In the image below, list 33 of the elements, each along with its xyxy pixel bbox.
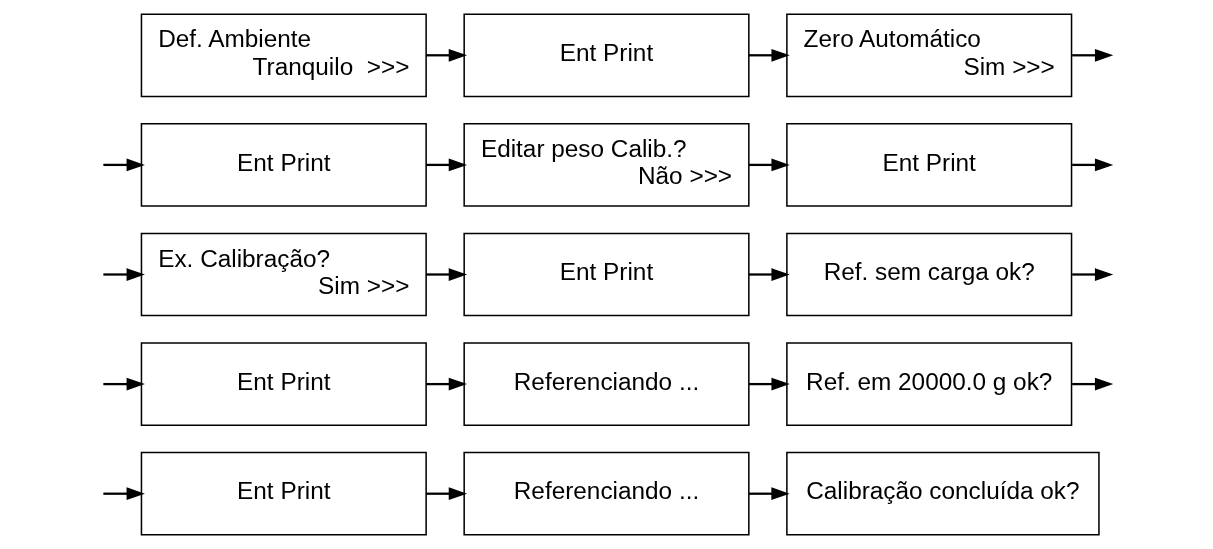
arrow: [103, 377, 145, 391]
node-box: Ref. sem carga ok?: [786, 232, 1073, 317]
arrow: [426, 158, 467, 172]
arrow: [426, 487, 467, 501]
node-box: Referenciando ...: [463, 342, 750, 426]
node-box: Ent Print: [140, 451, 427, 536]
arrow: [748, 48, 790, 62]
node-box: Referenciando ...: [463, 451, 750, 536]
node-box: Def. Ambiente Tranquilo >>>: [140, 13, 427, 98]
node-box: Ex. Calibração? Sim >>>: [140, 232, 427, 317]
arrow: [1072, 48, 1114, 62]
node-box: Calibração concluída ok?: [786, 451, 1100, 536]
arrow: [426, 268, 467, 281]
node-box: Ent Print: [463, 13, 750, 98]
arrow: [1072, 377, 1114, 391]
node-box: Ent Print: [463, 232, 750, 317]
arrow: [748, 377, 790, 391]
arrow: [103, 487, 145, 501]
node-box: Zero Automático Sim >>>: [786, 13, 1073, 98]
node-box: Editar peso Calib.? Não >>>: [463, 123, 750, 207]
arrow: [748, 158, 790, 172]
node-box: Ent Print: [786, 123, 1073, 207]
arrow: [1072, 158, 1114, 172]
node-box: Ref. em 20000.0 g ok?: [786, 342, 1073, 426]
arrow: [426, 377, 467, 391]
arrow: [1072, 268, 1114, 281]
arrow: [103, 158, 145, 172]
arrow: [426, 48, 467, 62]
node-box: Ent Print: [140, 123, 427, 207]
arrow: [103, 268, 145, 281]
arrow: [748, 268, 790, 281]
node-box: Ent Print: [140, 342, 427, 426]
arrow: [749, 487, 790, 501]
